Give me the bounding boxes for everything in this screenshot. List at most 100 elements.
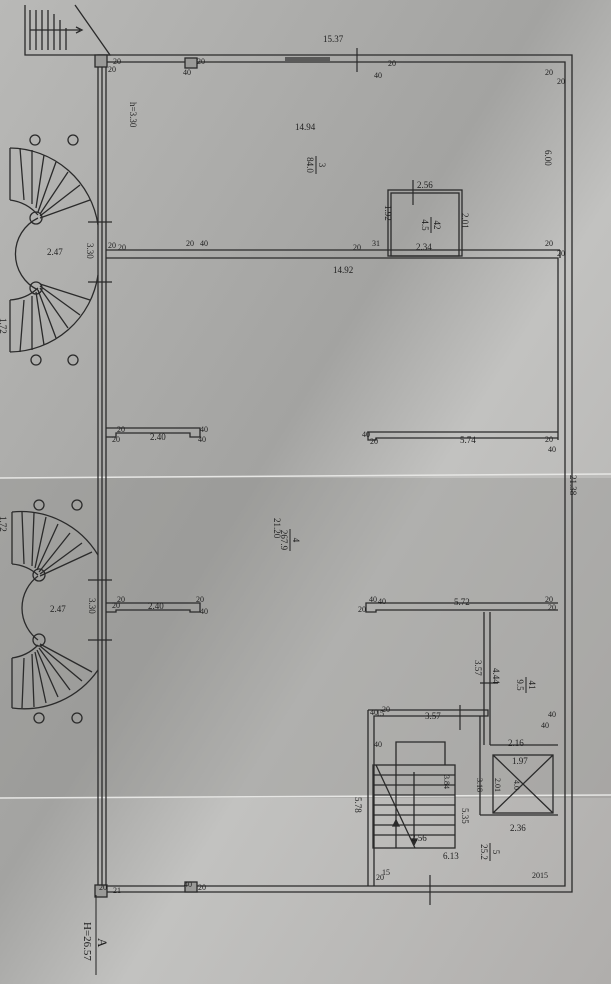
- wall-thickness-mark: 20: [113, 57, 121, 66]
- wall-thickness-mark: 40: [200, 425, 208, 434]
- room-area: 9.5: [515, 679, 525, 691]
- wall-thickness-mark: 20: [358, 605, 366, 614]
- wall-thickness-mark: 20: [198, 883, 206, 892]
- dim: 5.72: [454, 597, 470, 607]
- wall-thickness-mark: 20: [376, 873, 384, 882]
- dim: 2.47: [47, 247, 63, 257]
- wall-thickness-mark: 20: [112, 601, 120, 610]
- wall-thickness-mark: 20: [117, 595, 125, 604]
- staircase: [372, 741, 456, 849]
- wall-thickness-mark: 20: [532, 871, 540, 880]
- wall-thickness-mark: 40: [548, 445, 556, 454]
- dim: 2.40: [150, 432, 166, 442]
- wall-thickness-mark: 21: [113, 886, 121, 895]
- room-area: 267.9: [279, 530, 289, 551]
- wall-thickness-mark: 20: [545, 435, 553, 444]
- dim: 2.47: [50, 604, 66, 614]
- room-number: 3: [317, 163, 327, 168]
- dim: 5.78: [353, 797, 363, 813]
- wall-thickness-mark: 20: [388, 59, 396, 68]
- dim: 2.40: [148, 601, 164, 611]
- dim: 4.44: [491, 668, 501, 684]
- dim: 3.84: [442, 775, 451, 789]
- wall-thickness-mark: 20: [197, 57, 205, 66]
- wall-thickness-mark: 40: [374, 740, 382, 749]
- wall-thickness-mark: 20: [548, 603, 556, 612]
- wall-thickness-mark: 40: [200, 239, 208, 248]
- elevator-shaft: [492, 754, 554, 814]
- dim: 21.38: [568, 475, 578, 496]
- dim: 1.72: [0, 318, 8, 334]
- dim: 21.20: [272, 518, 282, 539]
- dim: 5.35: [460, 808, 470, 824]
- wall-thickness-mark: 40: [541, 721, 549, 730]
- spiral-stair-lower: [11, 499, 99, 724]
- dim: 2.01: [493, 778, 502, 792]
- room-label-5: 5 25.2: [479, 843, 501, 861]
- wall-thickness-mark: 40: [362, 430, 370, 439]
- room-label-3: 3 84.0: [305, 156, 327, 174]
- wall-thickness-mark: 31: [372, 239, 380, 248]
- dim: 3.57: [473, 660, 483, 676]
- wall-thickness-mark: 40: [378, 597, 386, 606]
- dim: 14.94: [295, 122, 316, 132]
- wall-thickness-mark: 20: [382, 705, 390, 714]
- interior-walls: [106, 189, 561, 886]
- dim: 5.74: [460, 435, 476, 445]
- dim: 3.57: [425, 711, 441, 721]
- wall-thickness-mark: 20: [186, 239, 194, 248]
- dim: 3.18: [475, 778, 484, 792]
- paper-fold-shadow: [0, 478, 611, 798]
- wall-thickness-mark: 40: [200, 607, 208, 616]
- wall-thickness-mark: 20: [545, 595, 553, 604]
- wall-thickness-mark: 20: [545, 239, 553, 248]
- dim: 1.72: [0, 516, 8, 532]
- wall-thickness-mark: 20: [112, 435, 120, 444]
- wall-thickness-mark: 40: [184, 880, 192, 889]
- wall-thickness-mark: 40: [183, 68, 191, 77]
- room-area: 25.2: [479, 844, 489, 860]
- wall-thickness-mark: 20: [196, 595, 204, 604]
- wall-thickness-mark: 15: [376, 709, 384, 718]
- dim: 1.97: [512, 756, 528, 766]
- elevation-text: H=26.57: [81, 922, 93, 961]
- spiral-stair-upper: [9, 134, 99, 366]
- room-area: 4.5: [420, 219, 430, 231]
- room-label-41: 41 9.5: [515, 677, 537, 693]
- dim: 2.36: [510, 823, 526, 833]
- dim: h=3.30: [128, 102, 138, 128]
- dim: 6.00: [543, 150, 553, 166]
- wall-thickness-mark: 20: [108, 65, 116, 74]
- room-number: 41: [527, 681, 537, 690]
- wall-thickness-mark: 20: [117, 425, 125, 434]
- dim: 15.37: [323, 34, 344, 44]
- dim: 2.01: [460, 213, 470, 229]
- dim: 6.13: [443, 851, 459, 861]
- wall-thickness-mark: 15: [540, 871, 548, 880]
- dim: 2.56: [411, 833, 427, 843]
- wall-thickness-mark: 20: [108, 241, 116, 250]
- axis-label: A: [95, 938, 110, 948]
- room-label-42: 42 4.5: [420, 217, 442, 233]
- wall-thickness-mark: 20: [99, 883, 107, 892]
- dim: 2.34: [416, 242, 432, 252]
- room-number: 4: [291, 538, 301, 543]
- room-number: 42: [432, 221, 442, 230]
- exterior-walls: [94, 54, 573, 898]
- dimension-labels: 15.37 14.94 h=3.30 6.00 2.56 1.92 2.01 2…: [0, 34, 578, 861]
- wall-thickness-mark: 20: [118, 243, 126, 252]
- dim: 3.30: [85, 243, 95, 259]
- dim: 14.92: [333, 265, 353, 275]
- wall-thickness-mark: 20: [370, 437, 378, 446]
- wall-thickness-mark: 20: [353, 243, 361, 252]
- dim: 2.16: [508, 738, 524, 748]
- wall-thickness-mark: 40: [370, 708, 378, 717]
- entrance-stair: [24, 4, 112, 56]
- elevation-marker: A H=26.57: [81, 895, 110, 975]
- room-label-4: 4 267.9: [279, 529, 301, 551]
- dim: 3.30: [87, 598, 97, 614]
- wall-thickness-mark: 20: [557, 249, 565, 258]
- wall-thickness-mark: 20: [557, 77, 565, 86]
